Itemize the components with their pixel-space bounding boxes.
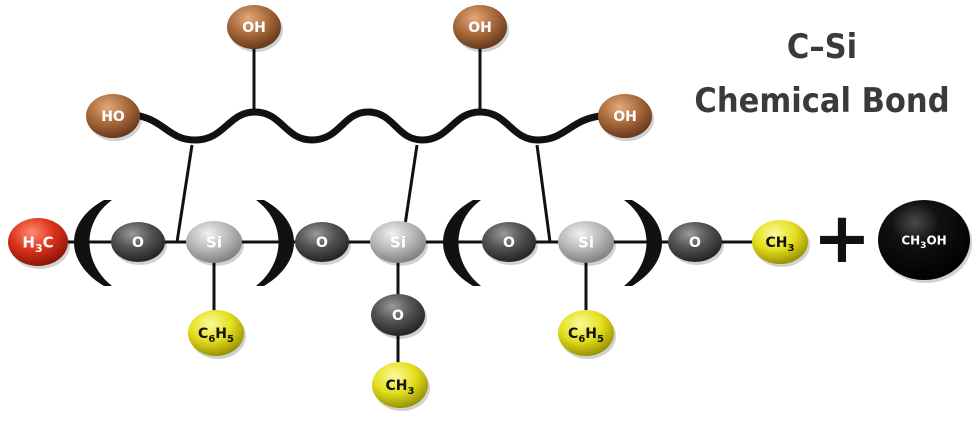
- atom-label: O: [392, 308, 404, 324]
- atom-label: HO: [101, 109, 125, 125]
- atom-sphere: [482, 222, 536, 262]
- atom-sphere: [186, 221, 242, 263]
- atom-sphere: [371, 294, 425, 336]
- atom-oh-right: OH: [598, 94, 654, 141]
- atom-label: OH: [468, 20, 492, 36]
- atom-label: Si: [390, 233, 406, 251]
- bracket-open-2: [443, 200, 481, 286]
- bracket-close-2: [624, 200, 662, 286]
- atom-oh-top-1: OH: [227, 5, 283, 52]
- atom-ho-left: HO: [86, 94, 142, 141]
- atom-o-4: O: [668, 222, 724, 265]
- atom-sphere: [878, 200, 970, 280]
- atom-sphere: [372, 362, 428, 408]
- atom-si-3: Si: [558, 221, 616, 266]
- atom-sphere: [295, 222, 349, 262]
- plus-sign: +: [813, 197, 872, 279]
- link-wave-si3: [535, 144, 552, 243]
- polymer-wave-backbone: [136, 108, 604, 144]
- atom-label: C6H5: [568, 326, 604, 345]
- atom-label: O: [503, 235, 515, 251]
- atom-sphere: [86, 94, 140, 138]
- atom-sphere: [370, 221, 426, 263]
- atom-label: CH3OH: [901, 233, 946, 251]
- repeat-unit-brackets: [74, 200, 662, 286]
- atom-o-3: O: [482, 222, 538, 265]
- atom-label: OH: [242, 20, 266, 36]
- atom-sphere: [558, 221, 614, 263]
- atom-label: O: [316, 235, 328, 251]
- atom-sphere: [227, 5, 281, 49]
- atom-sphere: [598, 94, 652, 138]
- atom-label: CH3: [766, 235, 795, 254]
- atom-sphere: [558, 310, 614, 356]
- atom-label: O: [132, 235, 144, 251]
- title-line-2: Chemical Bond: [694, 81, 949, 121]
- atom-label: Si: [578, 233, 594, 251]
- atom-o-1: O: [111, 222, 167, 265]
- atom-ch3-below: CH3: [372, 362, 430, 411]
- atom-si-1: Si: [186, 221, 244, 266]
- title-line-1: C–Si: [787, 27, 857, 67]
- link-wave-si2: [403, 144, 419, 226]
- bracket-close-1: [256, 200, 294, 286]
- atom-sphere: [188, 310, 244, 356]
- atom-sphere: [668, 222, 722, 262]
- atom-o-2: O: [295, 222, 351, 265]
- atom-ch3-right: CH3: [752, 220, 810, 267]
- atom-label: OH: [613, 109, 637, 125]
- atom-oh-top-2: OH: [453, 5, 509, 52]
- atom-label: Si: [206, 233, 222, 251]
- atom-h3c-left: H3C: [8, 218, 70, 269]
- atom-c6h5-1: C6H5: [188, 310, 246, 359]
- atom-label: CH3: [386, 378, 415, 397]
- atom-sphere: [752, 220, 808, 264]
- bracket-open-1: [74, 200, 112, 286]
- atom-label: H3C: [22, 233, 53, 255]
- atom-ch3oh: CH3OH: [878, 200, 972, 283]
- atom-sphere: [111, 222, 165, 262]
- atom-o-below: O: [371, 294, 427, 339]
- atom-sphere: [8, 218, 68, 266]
- atom-si-2: Si: [370, 221, 428, 266]
- atom-c6h5-2: C6H5: [558, 310, 616, 359]
- link-wave-si1: [175, 144, 194, 243]
- atom-label: C6H5: [198, 326, 234, 345]
- atom-sphere: [453, 5, 507, 49]
- atom-label: O: [689, 235, 701, 251]
